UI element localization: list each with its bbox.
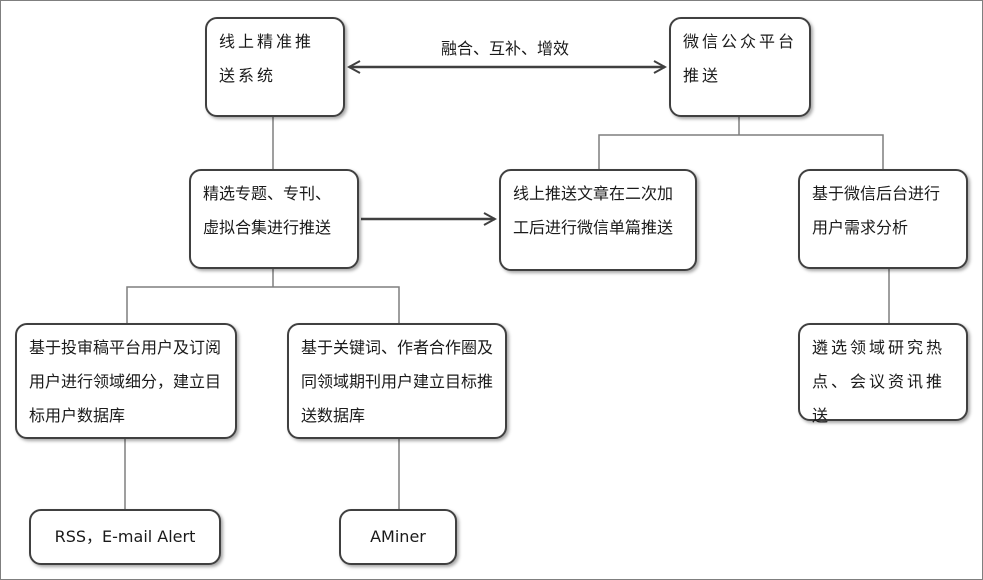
connector-curated-branch-sides bbox=[126, 286, 400, 323]
node-backend-demand-analysis: 基于微信后台进行用户需求分析 bbox=[798, 169, 968, 269]
node-aminer: AMiner bbox=[339, 509, 457, 565]
node-keyword-target-database: 基于关键词、作者合作圈及同领域期刊用户建立目标推送数据库 bbox=[287, 323, 507, 439]
node-online-precision-push: 线上精准推送系统 bbox=[205, 17, 345, 117]
edge-label-fusion: 融合、互补、增效 bbox=[441, 39, 570, 58]
node-rss-email-alert: RSS，E-mail Alert bbox=[29, 509, 221, 565]
node-curated-topics-push: 精选专题、专刊、虚拟合集进行推送 bbox=[189, 169, 359, 269]
node-article-rework-push: 线上推送文章在二次加工后进行微信单篇推送 bbox=[499, 169, 697, 271]
node-submission-user-database: 基于投审稿平台用户及订阅用户进行领域细分，建立目标用户数据库 bbox=[15, 323, 237, 439]
node-hotspot-conference-push: 遴选领域研究热点、会议资讯推送 bbox=[798, 323, 968, 425]
node-wechat-platform-push: 微信公众平台推送 bbox=[669, 17, 811, 117]
connector-wechat-branch-left bbox=[598, 134, 884, 169]
